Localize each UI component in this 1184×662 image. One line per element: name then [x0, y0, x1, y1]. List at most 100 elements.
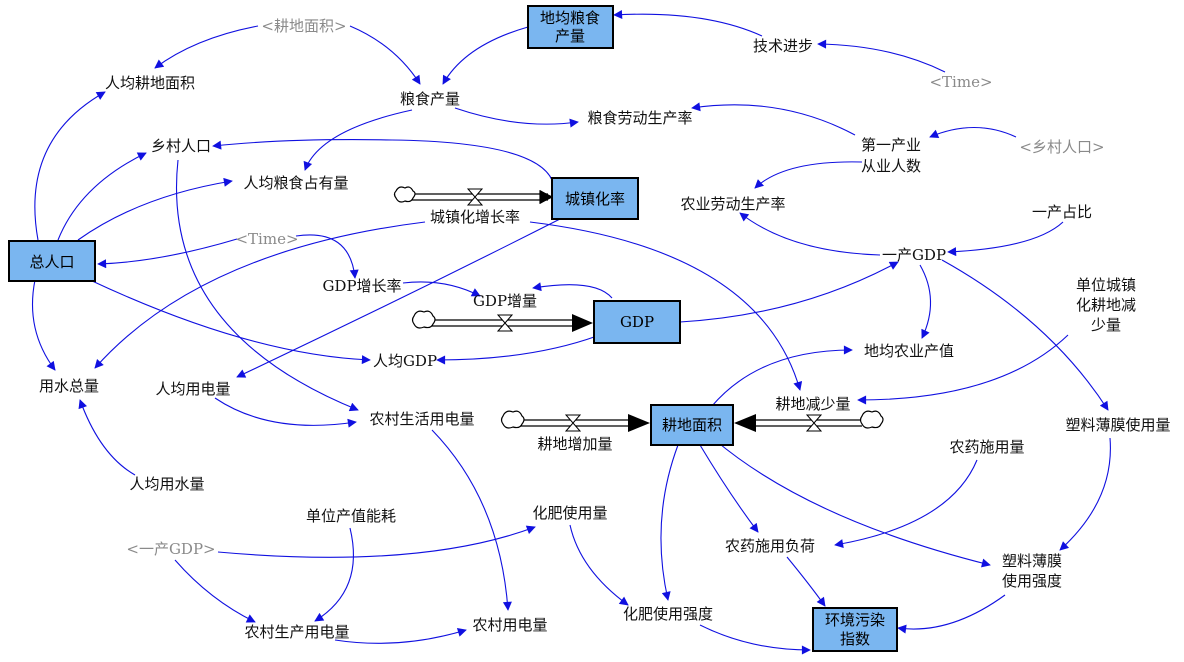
var-rural-domestic-electricity[interactable]: 农村生活用电量	[369, 410, 474, 428]
var-rural-production-electricity[interactable]: 农村生产用电量	[244, 623, 349, 641]
flow-arable-land-increase[interactable]: 耕地增加量	[537, 435, 612, 453]
link-pesticide-to-load	[834, 459, 978, 549]
stock-pollution-line2: 指数	[840, 630, 870, 648]
link-time-to-pop	[97, 238, 238, 269]
shadow-time-top[interactable]: <Time>	[929, 73, 992, 91]
var-per-capita-grain[interactable]: 人均粮食占有量	[243, 174, 348, 192]
var-urban-land-reduction-unit[interactable]: 单位城镇 化耕地减 少量	[1076, 276, 1136, 334]
shadow-primary-gdp[interactable]: <一产GDP>	[126, 540, 215, 558]
link-production-to-rural-elec	[334, 628, 467, 644]
pipe-urbanization	[412, 193, 548, 201]
flow-urbanization-growth-rate[interactable]: 城镇化增长率	[430, 208, 520, 226]
stock-arable-land-label: 耕地面积	[662, 416, 722, 434]
cloud-sink-land-decrease	[859, 410, 884, 429]
link-pop-to-per-capita-grain	[77, 177, 233, 241]
link-arable-shadow-to-per-capita-land	[154, 25, 259, 69]
link-workers-to-agri-labor	[754, 161, 863, 189]
var-primary-share[interactable]: 一产占比	[1032, 203, 1092, 221]
var-per-capita-arable-land[interactable]: 人均耕地面积	[105, 74, 195, 92]
var-plastic-intensity-line1: 塑料薄膜	[1002, 552, 1062, 570]
pipe-land-increase	[520, 419, 632, 427]
var-rural-population[interactable]: 乡村人口	[151, 137, 211, 155]
shadow-rural-population[interactable]: <乡村人口>	[1019, 138, 1104, 156]
link-unit-reduction-to-decrease	[857, 334, 1069, 405]
valve-land-increase	[564, 414, 582, 432]
var-unit-reduction-line3: 少量	[1091, 316, 1121, 334]
link-grain-to-labor-prod	[454, 107, 579, 128]
var-grain-labor-productivity[interactable]: 粮食劳动生产率	[587, 109, 692, 127]
shadow-arable-land-area[interactable]: <耕地面积>	[261, 17, 346, 35]
link-primary-gdp-shadow-to-fertilizer	[217, 525, 536, 558]
var-primary-gdp[interactable]: 一产GDP	[882, 246, 946, 264]
var-rural-electricity[interactable]: 农村用电量	[472, 616, 547, 634]
var-fertilizer-intensity[interactable]: 化肥使用强度	[623, 605, 713, 623]
var-plastic-intensity-line2: 使用强度	[1002, 572, 1062, 590]
stock-grain-yield-line1: 地均粮食	[540, 9, 600, 27]
stock-arable-land-area[interactable]: 耕地面积	[650, 404, 734, 446]
var-agri-output-per-land[interactable]: 地均农业产值	[864, 342, 954, 360]
stock-gdp[interactable]: GDP	[593, 300, 681, 344]
var-workers-line2: 从业人数	[861, 157, 921, 175]
var-agri-labor-productivity[interactable]: 农业劳动生产率	[680, 195, 785, 213]
stock-urbanization-rate[interactable]: 城镇化率	[551, 177, 639, 220]
link-primary-gdp-to-agri-output	[919, 264, 932, 339]
link-pesticide-load-to-pollution	[786, 556, 826, 607]
link-fertilizer-to-intensity	[569, 524, 629, 606]
link-plastic-use-to-intensity	[1059, 437, 1111, 551]
link-urban-to-per-capita-elec	[236, 218, 561, 378]
var-pesticide-load[interactable]: 农药施用负荷	[725, 537, 815, 555]
cloud-source-urbanization	[393, 186, 416, 203]
shadow-time-left[interactable]: <Time>	[235, 230, 298, 248]
var-pesticide-use[interactable]: 农药施用量	[949, 438, 1024, 456]
var-per-capita-gdp[interactable]: 人均GDP	[373, 352, 437, 370]
link-land-to-fertilizer-intensity	[660, 444, 679, 601]
link-workers-to-grain-labor	[691, 102, 856, 136]
valve-land-decrease	[805, 414, 823, 432]
stock-total-population[interactable]: 总人口	[8, 240, 96, 282]
link-pop-to-per-capita-land	[34, 91, 106, 241]
valve-urbanization	[466, 188, 484, 206]
link-domestic-to-rural-elec	[431, 429, 512, 611]
link-pop-to-water	[32, 279, 56, 371]
link-per-capita-elec-to-domestic	[214, 397, 357, 428]
link-land-to-agri-output	[711, 345, 853, 407]
flow-arable-land-decrease[interactable]: 耕地减少量	[775, 395, 850, 413]
link-gdp-to-primary-gdp	[679, 261, 899, 323]
link-arable-shadow-to-grain-output	[349, 25, 421, 85]
link-primary-gdp-to-plastic	[941, 259, 1109, 411]
link-urban-growth-to-water	[94, 221, 426, 369]
link-pop-to-rural	[57, 152, 147, 241]
link-energy-to-production-elec	[314, 527, 354, 622]
link-primary-gdp-shadow-to-production-elec	[174, 559, 256, 623]
link-rural-shadow-to-workers	[929, 126, 1017, 138]
var-fertilizer-use[interactable]: 化肥使用量	[532, 504, 607, 522]
link-per-capita-water-to-total	[78, 399, 136, 476]
stock-grain-yield-line2: 产量	[555, 27, 585, 45]
var-gdp-growth-rate[interactable]: GDP增长率	[322, 277, 401, 295]
link-share-to-primary-gdp	[947, 221, 1064, 257]
var-per-capita-water[interactable]: 人均用水量	[129, 475, 204, 493]
stock-pollution-index[interactable]: 环境污染 指数	[812, 607, 898, 652]
link-tech-to-yield	[613, 10, 763, 37]
causal-links	[32, 10, 1111, 655]
var-tech-progress[interactable]: 技术进步	[753, 37, 813, 55]
link-time-to-gdp-growth	[295, 234, 359, 279]
link-land-to-pesticide-load	[699, 444, 759, 533]
link-yield-to-grain-output	[442, 26, 529, 85]
link-urban-to-rural	[212, 139, 553, 181]
link-rural-to-domestic-elec	[176, 159, 359, 412]
link-primary-gdp-to-agri-labor	[739, 212, 881, 256]
var-primary-industry-workers[interactable]: 第一产业 从业人数	[861, 136, 921, 175]
var-per-capita-electricity[interactable]: 人均用电量	[155, 380, 230, 398]
var-unit-output-energy[interactable]: 单位产值能耗	[306, 507, 396, 525]
var-plastic-film-intensity[interactable]: 塑料薄膜 使用强度	[1002, 552, 1062, 590]
var-grain-output[interactable]: 粮食产量	[400, 90, 460, 108]
link-gdp-to-per-capita-gdp	[436, 335, 598, 365]
link-fertilizer-intensity-to-pollution	[699, 624, 811, 655]
var-water-total[interactable]: 用水总量	[39, 377, 99, 395]
link-gdp-to-gdp-increase	[532, 282, 613, 299]
flow-gdp-increase[interactable]: GDP增量	[473, 292, 537, 310]
stock-grain-yield-per-land[interactable]: 地均粮食 产量	[527, 5, 614, 49]
var-plastic-film-use[interactable]: 塑料薄膜使用量	[1065, 416, 1170, 434]
